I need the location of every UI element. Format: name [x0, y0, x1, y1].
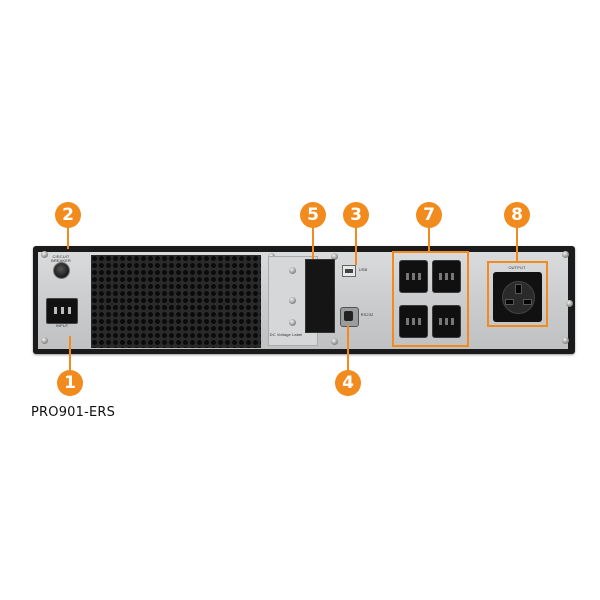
callout-leader	[355, 227, 357, 265]
dc-voltage-label: DC Voltage Label	[269, 332, 303, 337]
universal-output-socket[interactable]	[493, 272, 542, 322]
usb-label: USB	[358, 267, 368, 272]
socket-slot	[445, 273, 448, 280]
socket-slot	[406, 273, 409, 280]
output-label: OUTPUT	[508, 265, 526, 270]
socket-hole	[505, 299, 514, 305]
socket-slot	[418, 318, 421, 325]
screw-icon	[566, 300, 573, 307]
rs232-label: RS232	[360, 312, 374, 317]
socket-hole	[523, 299, 532, 305]
rs232-port[interactable]	[340, 307, 359, 327]
socket-slot	[406, 318, 409, 325]
socket-slot	[451, 273, 454, 280]
iec-output-socket[interactable]	[432, 260, 461, 293]
callout-badge-5: 5	[300, 202, 326, 228]
socket-slot	[439, 318, 442, 325]
callout-badge-2: 2	[55, 202, 81, 228]
callout-badge-8: 8	[504, 202, 530, 228]
iec-output-socket[interactable]	[432, 305, 461, 338]
callout-badge-1: 1	[57, 370, 83, 396]
screw-icon	[331, 253, 338, 260]
ventilation-grille	[91, 255, 261, 348]
socket-pin	[54, 307, 57, 314]
screw-icon	[41, 337, 48, 344]
usb-port[interactable]	[342, 265, 356, 277]
socket-slot	[418, 273, 421, 280]
callout-leader	[428, 227, 430, 252]
socket-slot	[439, 273, 442, 280]
socket-slot	[412, 318, 415, 325]
callout-badge-7: 7	[416, 202, 442, 228]
iec-outlets-highlight	[392, 251, 469, 347]
universal-outlet-highlight	[487, 261, 548, 327]
circuit-breaker-button[interactable]	[53, 262, 70, 279]
callout-leader	[516, 227, 518, 262]
socket-hole	[515, 284, 522, 294]
socket-slot	[451, 318, 454, 325]
callout-leader	[312, 227, 314, 259]
iec-output-socket[interactable]	[399, 305, 428, 338]
screw-icon	[331, 338, 338, 345]
screw-icon	[289, 319, 296, 326]
screw-icon	[562, 251, 569, 258]
screw-icon	[562, 337, 569, 344]
socket-slot	[445, 318, 448, 325]
callout-leader	[347, 325, 349, 370]
screw-icon	[41, 251, 48, 258]
input-label: INPUT	[55, 323, 69, 328]
breaker-label: CIRCUIT BREAKER	[51, 254, 71, 263]
input-power-socket[interactable]	[46, 298, 78, 324]
model-name: PRO901-ERS	[31, 405, 116, 420]
callout-leader	[69, 336, 71, 370]
iec-output-socket[interactable]	[399, 260, 428, 293]
screw-icon	[289, 297, 296, 304]
callout-badge-4: 4	[335, 370, 361, 396]
callout-badge-3: 3	[343, 202, 369, 228]
battery-connector-cover[interactable]	[305, 259, 335, 333]
socket-slot	[412, 273, 415, 280]
socket-pin	[61, 307, 64, 314]
socket-pin	[68, 307, 71, 314]
screw-icon	[289, 267, 296, 274]
callout-leader	[67, 227, 69, 249]
